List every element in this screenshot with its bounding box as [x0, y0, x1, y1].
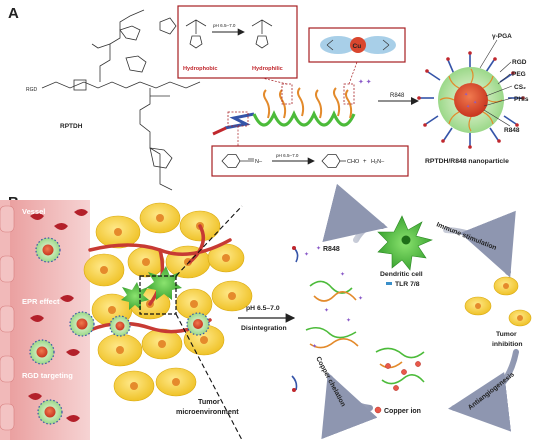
tumor-inhibition-line1: Tumor: [496, 331, 517, 338]
rgd-targeting-label: RGD targeting: [22, 371, 73, 380]
immune-stimulation-label: Immune stimulation: [435, 221, 497, 252]
label-r848: R848: [504, 127, 520, 134]
aldehyde-product: CHO: [347, 159, 360, 165]
released-polymer-fragments: [291, 247, 425, 391]
svg-text:✦: ✦: [340, 271, 345, 278]
copper-ion-legend-icon: [374, 406, 382, 414]
panel-a-letter: A: [8, 5, 19, 22]
released-r848-label: R848: [323, 246, 340, 253]
label-peg: PEG: [512, 71, 526, 78]
copper-ion-label: Copper ion: [384, 408, 421, 415]
disintegration-label: Disintegration: [241, 325, 287, 332]
r848-dot-icon: ✦: [473, 100, 477, 106]
r848-legend-icon: ✦: [316, 245, 321, 252]
rgd-fragment-tips: [292, 246, 296, 392]
label-gamma-pga: γ-PGA: [492, 33, 512, 40]
dendritic-cell: [377, 215, 433, 271]
svg-text:✦: ✦: [312, 343, 317, 350]
r848-dot-icon: ✦: [466, 104, 470, 110]
tumor-label-line2: microenvironment: [176, 407, 239, 416]
svg-text:✦: ✦: [324, 307, 329, 314]
svg-text:✦: ✦: [346, 317, 351, 324]
nanoparticle-leader-lines: [479, 39, 513, 127]
histidine-protonation-box: pH 6.5–7.0 Hydrophobic Hydrophilic: [177, 5, 298, 79]
circulating-nanoparticles: [29, 237, 210, 425]
plus-sign: +: [363, 159, 367, 165]
copper-ion-dots: [385, 361, 421, 391]
r848-released-icons: ✦ ✦ ✦ ✦ ✦ ✦: [304, 251, 363, 350]
epr-effect-label: EPR effect: [22, 297, 60, 306]
cycle-arrows: [321, 183, 519, 440]
histidine-condition: pH 6.5–7.0: [213, 23, 236, 28]
polymer-name-label: RPTDH: [60, 123, 83, 130]
tlr-receptor-icon: [386, 282, 392, 285]
r848-drug-icon: ✦ ✦: [358, 78, 372, 86]
rptdh-r848-nanoparticle: ✦ ✦ ✦: [417, 51, 525, 149]
nanoparticle-core: [454, 83, 488, 117]
tumor-tissue: [83, 202, 253, 402]
copper-chelation-box: Cu: [308, 27, 406, 63]
copper-ion-icon: [350, 37, 366, 53]
tumor-inhibition-line2: inhibition: [492, 341, 523, 348]
amine-product: H₂N–: [371, 159, 385, 165]
hydrophilic-label: Hydrophilic: [252, 66, 283, 72]
label-phis: PHis: [514, 96, 529, 103]
zoom-region: [139, 205, 243, 441]
r848-dot-icon: ✦: [464, 92, 468, 98]
copper-chelation-label: Copper chelation: [314, 356, 346, 408]
tumor-label-line1: Tumor: [198, 397, 220, 406]
rptdh-structure: [41, 9, 201, 191]
nanoparticle-name: RPTDH/R848 nanoparticle: [425, 158, 509, 165]
hydrazone-n-atom: N–: [255, 159, 263, 165]
r848-loading-arrow: R848 ✦ ✦: [358, 78, 419, 105]
vessel-label: Vessel: [22, 207, 45, 216]
rgd-terminal-label: RGD: [26, 87, 38, 93]
svg-text:✦: ✦: [358, 295, 363, 302]
antiangiogenesis-label: Antiangiogenesis: [467, 371, 516, 412]
copper-symbol: Cu: [353, 43, 362, 50]
tlr-label: TLR 7/8: [395, 281, 420, 288]
dendritic-cell-label: Dendritic cell: [380, 271, 423, 278]
hydrazone-condition: pH 6.5–7.0: [276, 153, 299, 158]
hydrophobic-label: Hydrophobic: [183, 66, 218, 72]
polymer-chain-illustration: [212, 61, 358, 146]
hydrazone-cleavage-box: N– pH 6.5–7.0 CHO + H₂N–: [211, 145, 409, 177]
label-rgd: RGD: [512, 59, 527, 66]
disintegration-condition: pH 6.5–7.0: [246, 305, 280, 312]
svg-text:✦: ✦: [304, 251, 309, 258]
label-cs2: CS₂: [514, 84, 526, 91]
inhibited-tumor-cells: [464, 276, 532, 327]
loading-arrow-label: R848: [390, 93, 405, 99]
